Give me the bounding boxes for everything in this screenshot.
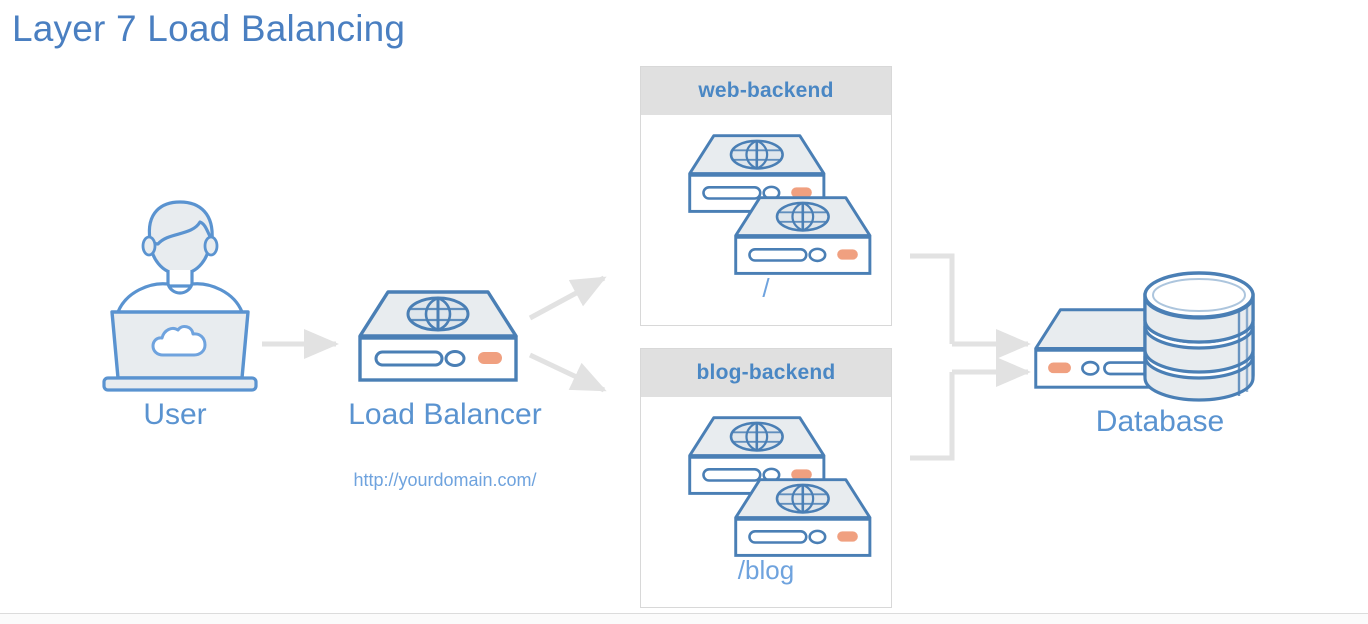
user-laptop-icon bbox=[102, 200, 258, 392]
bottom-band bbox=[0, 614, 1368, 624]
backend-group-web-backend[interactable]: web-backend / bbox=[640, 66, 892, 326]
page-title: Layer 7 Load Balancing bbox=[12, 8, 406, 49]
load-balancer-url: http://yourdomain.com/ bbox=[353, 470, 537, 490]
backend-group-blog-backend[interactable]: blog-backend /blog bbox=[640, 348, 892, 608]
connector-blog-backend-to-database bbox=[910, 372, 955, 461]
backend-header-blog: blog-backend bbox=[641, 349, 891, 397]
node-label-load-balancer: Load Balancer bbox=[348, 398, 542, 431]
backend-header-label-blog: blog-backend bbox=[696, 361, 836, 384]
database-icon bbox=[1034, 271, 1255, 402]
node-label-database: Database bbox=[1095, 405, 1225, 438]
load-balancer-server-icon bbox=[358, 290, 518, 382]
bottom-divider bbox=[0, 613, 1368, 614]
backend-header-label-web: web-backend bbox=[698, 79, 834, 102]
backend-header-web: web-backend bbox=[641, 67, 891, 115]
connector-web-backend-to-database bbox=[910, 253, 955, 344]
connector-lb-to-web-backend bbox=[528, 275, 607, 321]
backend-path-label-blog: /blog bbox=[737, 555, 795, 585]
node-label-user: User bbox=[143, 398, 207, 431]
connector-lb-to-blog-backend bbox=[528, 352, 607, 393]
backend-path-label-web: / bbox=[762, 273, 770, 303]
disk-stack bbox=[1143, 271, 1255, 402]
